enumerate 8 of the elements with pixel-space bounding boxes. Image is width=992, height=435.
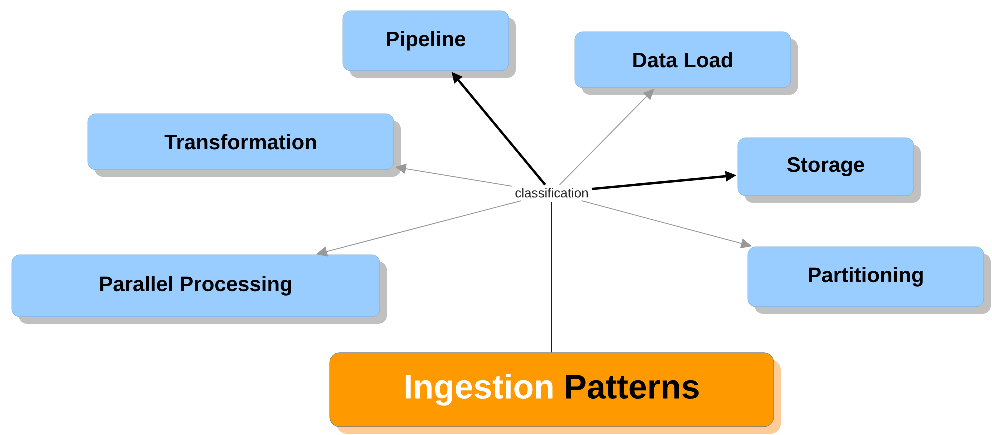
topic-box: Transformation [88,114,401,177]
topic-box: Partitioning [748,246,991,314]
topic-box: Data Load [574,32,798,95]
root-topic-box: Ingestion Patterns [330,352,781,434]
relation-label: classification [516,188,588,198]
topic-box: Parallel Processing [12,254,387,324]
topic-box: Pipeline [342,10,516,78]
topic-box: Storage [738,138,921,203]
